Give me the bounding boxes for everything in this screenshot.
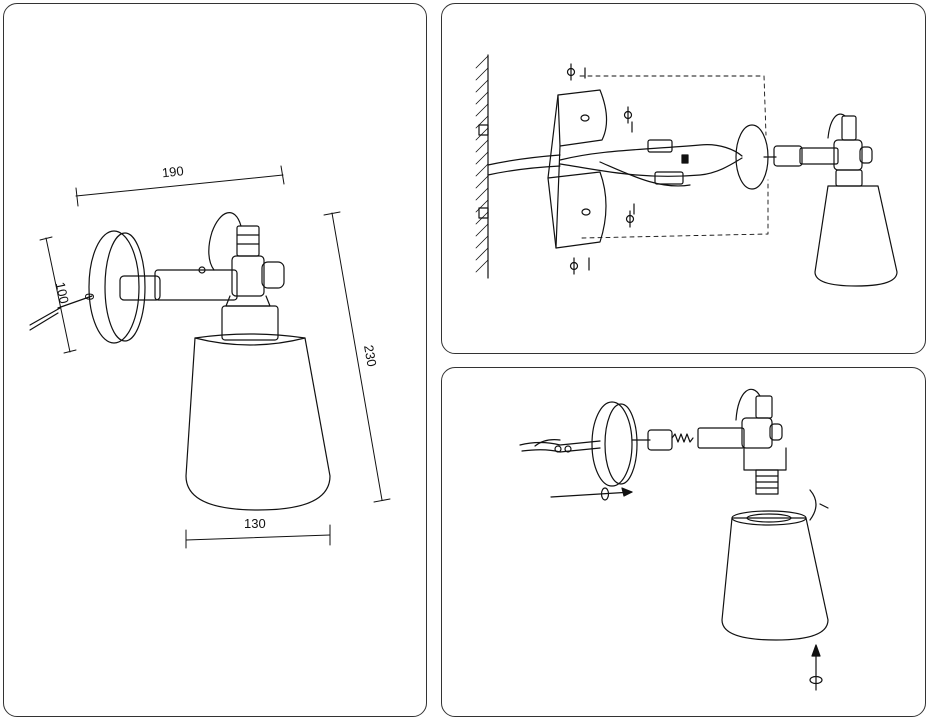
terminal-block-top (647, 139, 673, 153)
mounting-bracket-bottom (547, 171, 607, 249)
assembly-wall-plate (591, 401, 633, 487)
height-dimension-line (331, 212, 383, 501)
lamp-dimension-drawing (29, 212, 331, 511)
depth-label: 100 (53, 281, 72, 305)
power-cable (29, 295, 93, 331)
shade-assembly-drawing (519, 388, 829, 691)
assembly-shade (721, 517, 829, 641)
wall-mounting-drawing (475, 54, 898, 287)
lamp-shade-mounted (814, 185, 898, 287)
wall-plate-rim (104, 232, 146, 342)
wall-plate (88, 230, 140, 344)
shade-label: 130 (244, 516, 266, 531)
dimension-lines (39, 165, 391, 549)
assembly-cable (519, 440, 601, 446)
panel-shade-assembly (441, 367, 926, 717)
canopy-plate (735, 124, 769, 190)
width-dimension-line (75, 174, 284, 197)
height-label: 230 (361, 344, 380, 368)
wall-anchor-top (478, 124, 489, 136)
threaded-rod-nut (647, 429, 673, 451)
socket-neck (221, 305, 279, 341)
assembly-arm (697, 427, 745, 449)
arm-knob (261, 261, 285, 289)
lamp-shade (185, 333, 331, 511)
screw-guides (579, 75, 769, 239)
mounting-bracket-top (557, 89, 608, 147)
arm-collar (773, 145, 803, 167)
socket-top (236, 225, 260, 257)
cord-loop (208, 212, 242, 271)
width-label: 190 (161, 163, 184, 180)
terminal-block-bottom (654, 171, 684, 185)
lamp-arm (154, 269, 238, 301)
base-label: 0 (82, 293, 97, 300)
wall-hatching (475, 55, 489, 273)
depth-dimension-line (45, 237, 71, 353)
arm-collar (119, 275, 161, 301)
wall-anchor-bottom (478, 207, 489, 219)
shade-dimension-line (185, 534, 331, 541)
wires (559, 144, 743, 161)
panel-dimensions (3, 3, 427, 717)
assembly-socket (741, 417, 773, 449)
assembly-arrows (550, 487, 829, 691)
